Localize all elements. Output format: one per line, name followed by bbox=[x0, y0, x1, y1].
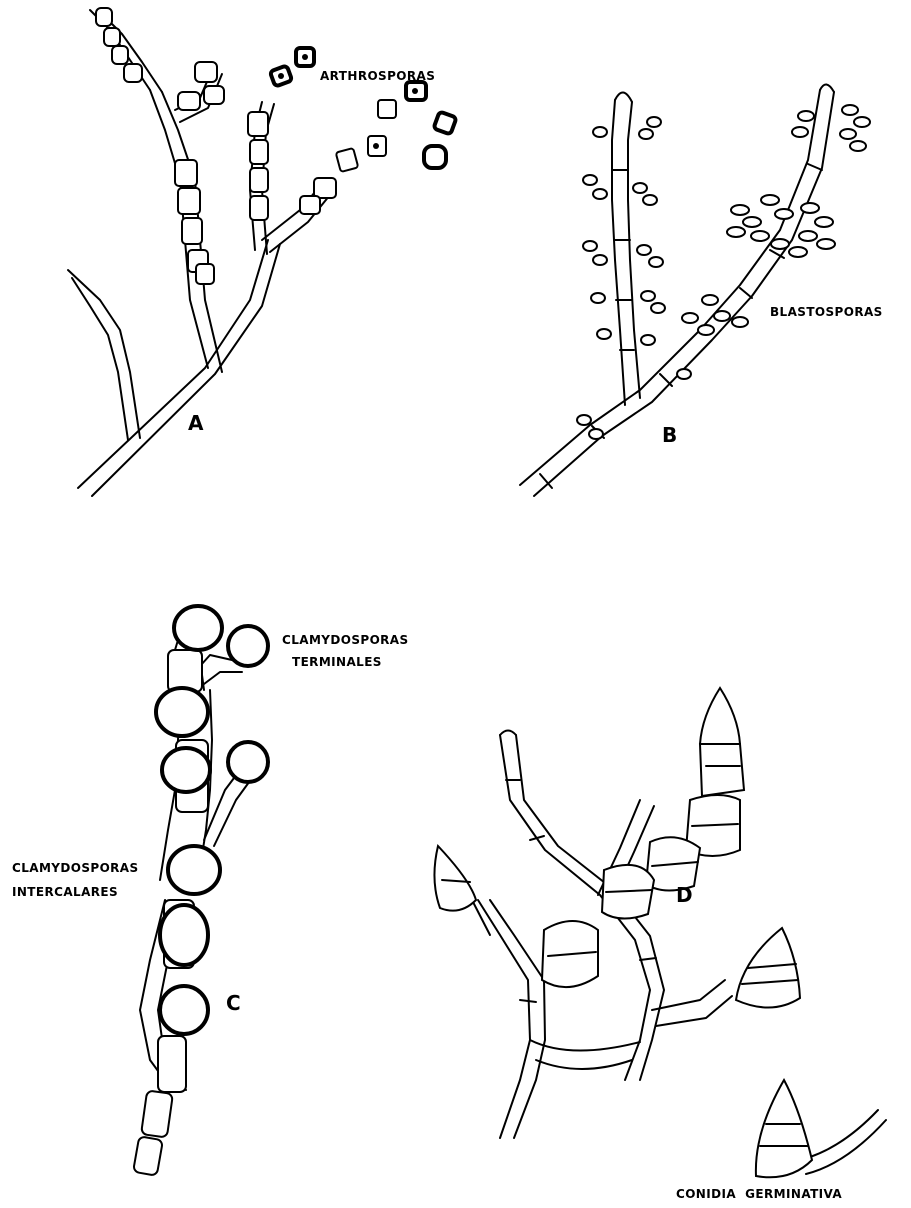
label-clamy-terminales-1: CLAMYDOSPORAS bbox=[282, 633, 409, 647]
label-arthrosporas: ARTHROSPORAS bbox=[320, 69, 435, 83]
label-clamy-intercalares-1: CLAMYDOSPORAS bbox=[12, 861, 139, 875]
panel-label-d: D bbox=[676, 883, 693, 907]
conidia bbox=[434, 688, 812, 1177]
label-clamy-intercalares-2: INTERCALARES bbox=[12, 885, 118, 899]
blastospore-clusters bbox=[577, 105, 870, 439]
arthrospores bbox=[270, 48, 457, 172]
panel-label-c: C bbox=[226, 991, 241, 1015]
panel-label-b: B bbox=[662, 423, 677, 447]
label-clamy-terminales-2: TERMINALES bbox=[292, 655, 382, 669]
panel-label-a: A bbox=[188, 411, 204, 435]
label-conidia-germinativa: CONIDIA GERMINATIVA bbox=[676, 1187, 842, 1201]
label-blastosporas: BLASTOSPORAS bbox=[770, 305, 883, 319]
panel-d-hyphae bbox=[472, 731, 886, 1175]
